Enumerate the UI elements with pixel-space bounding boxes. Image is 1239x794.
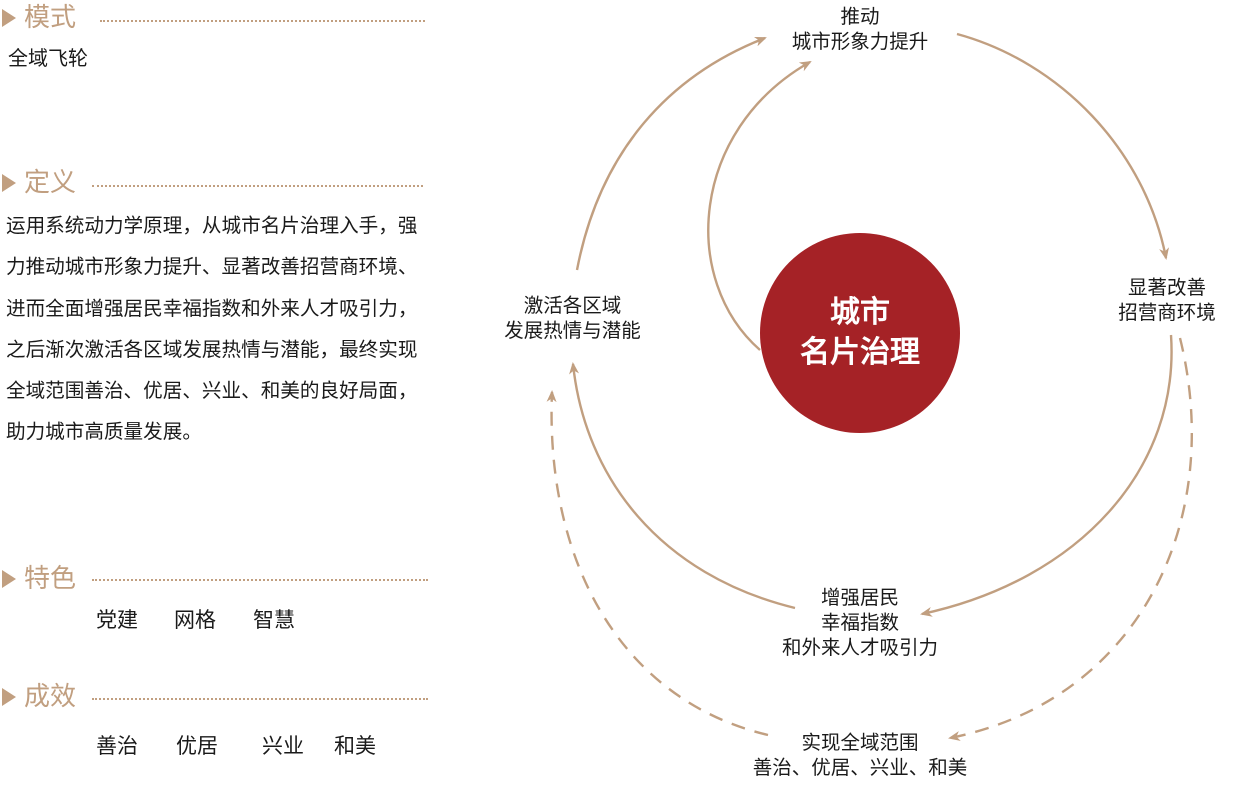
node-outer-line: 实现全域范围 [801,731,919,754]
mode-content: 全域飞轮 [8,46,88,70]
center-label-line: 名片治理 [800,335,920,370]
triangle-bullet-icon [2,174,16,192]
arrow-right-to-bottom [920,334,1173,617]
center-circle [760,233,960,433]
results-title: 成效 [24,682,77,712]
triangle-bullet-icon [2,570,16,588]
node-right-line: 招营商环境 [1118,301,1216,324]
node-right: 显著改善 招营商环境 [1095,275,1239,325]
node-bottom-line: 幸福指数 [820,611,899,634]
dotted-divider [92,579,428,581]
dashed-arrow-outer-to-left [546,390,769,737]
result-item: 优居 [176,734,218,758]
arrow-bottom-to-left [569,362,796,610]
node-outer-line: 善治、优居、兴业、和美 [752,756,968,779]
arrow-top-to-right [956,32,1169,260]
definition-header: 定义 [0,166,76,200]
feature-item: 智慧 [253,608,295,632]
result-item: 善治 [96,734,138,758]
dotted-divider [100,20,425,22]
results-header: 成效 [0,680,76,714]
node-left-line: 激活各区域 [523,294,622,317]
node-left: 激活各区域 发展热情与潜能 [485,293,660,343]
node-bottom-line: 增强居民 [820,586,899,609]
feature-item: 党建 [96,608,138,632]
node-top-line: 推动 [840,5,880,28]
arrow-left-to-top [575,36,767,271]
center-label: 城市 名片治理 [760,233,960,433]
result-item: 兴业 [262,734,304,758]
node-right-line: 显著改善 [1127,276,1206,299]
result-item: 和美 [334,734,376,758]
features-title: 特色 [24,564,77,594]
node-top-line: 城市形象力提升 [791,30,929,53]
dotted-divider [92,185,423,187]
node-bottom: 增强居民 幸福指数 和外来人才吸引力 [745,585,975,660]
mode-header: 模式 [0,1,76,35]
node-outer: 实现全域范围 善治、优居、兴业、和美 [720,730,1000,780]
arrow-center-to-top [707,60,812,351]
definition-content: 运用系统动力学原理，从城市名片治理入手，强力推动城市形象力提升、显著改善招营商环… [6,214,418,444]
triangle-bullet-icon [2,688,16,706]
definition-title: 定义 [24,168,77,198]
mode-title: 模式 [24,3,77,33]
dashed-arrow-right-to-outer [948,337,1193,741]
center-label-line: 城市 [830,295,890,330]
feature-item: 网格 [174,608,216,632]
features-header: 特色 [0,562,76,596]
dotted-divider [92,698,428,700]
node-left-line: 发展热情与潜能 [504,319,641,342]
triangle-bullet-icon [2,9,16,27]
node-top: 推动 城市形象力提升 [760,4,960,54]
node-bottom-line: 和外来人才吸引力 [781,636,938,659]
